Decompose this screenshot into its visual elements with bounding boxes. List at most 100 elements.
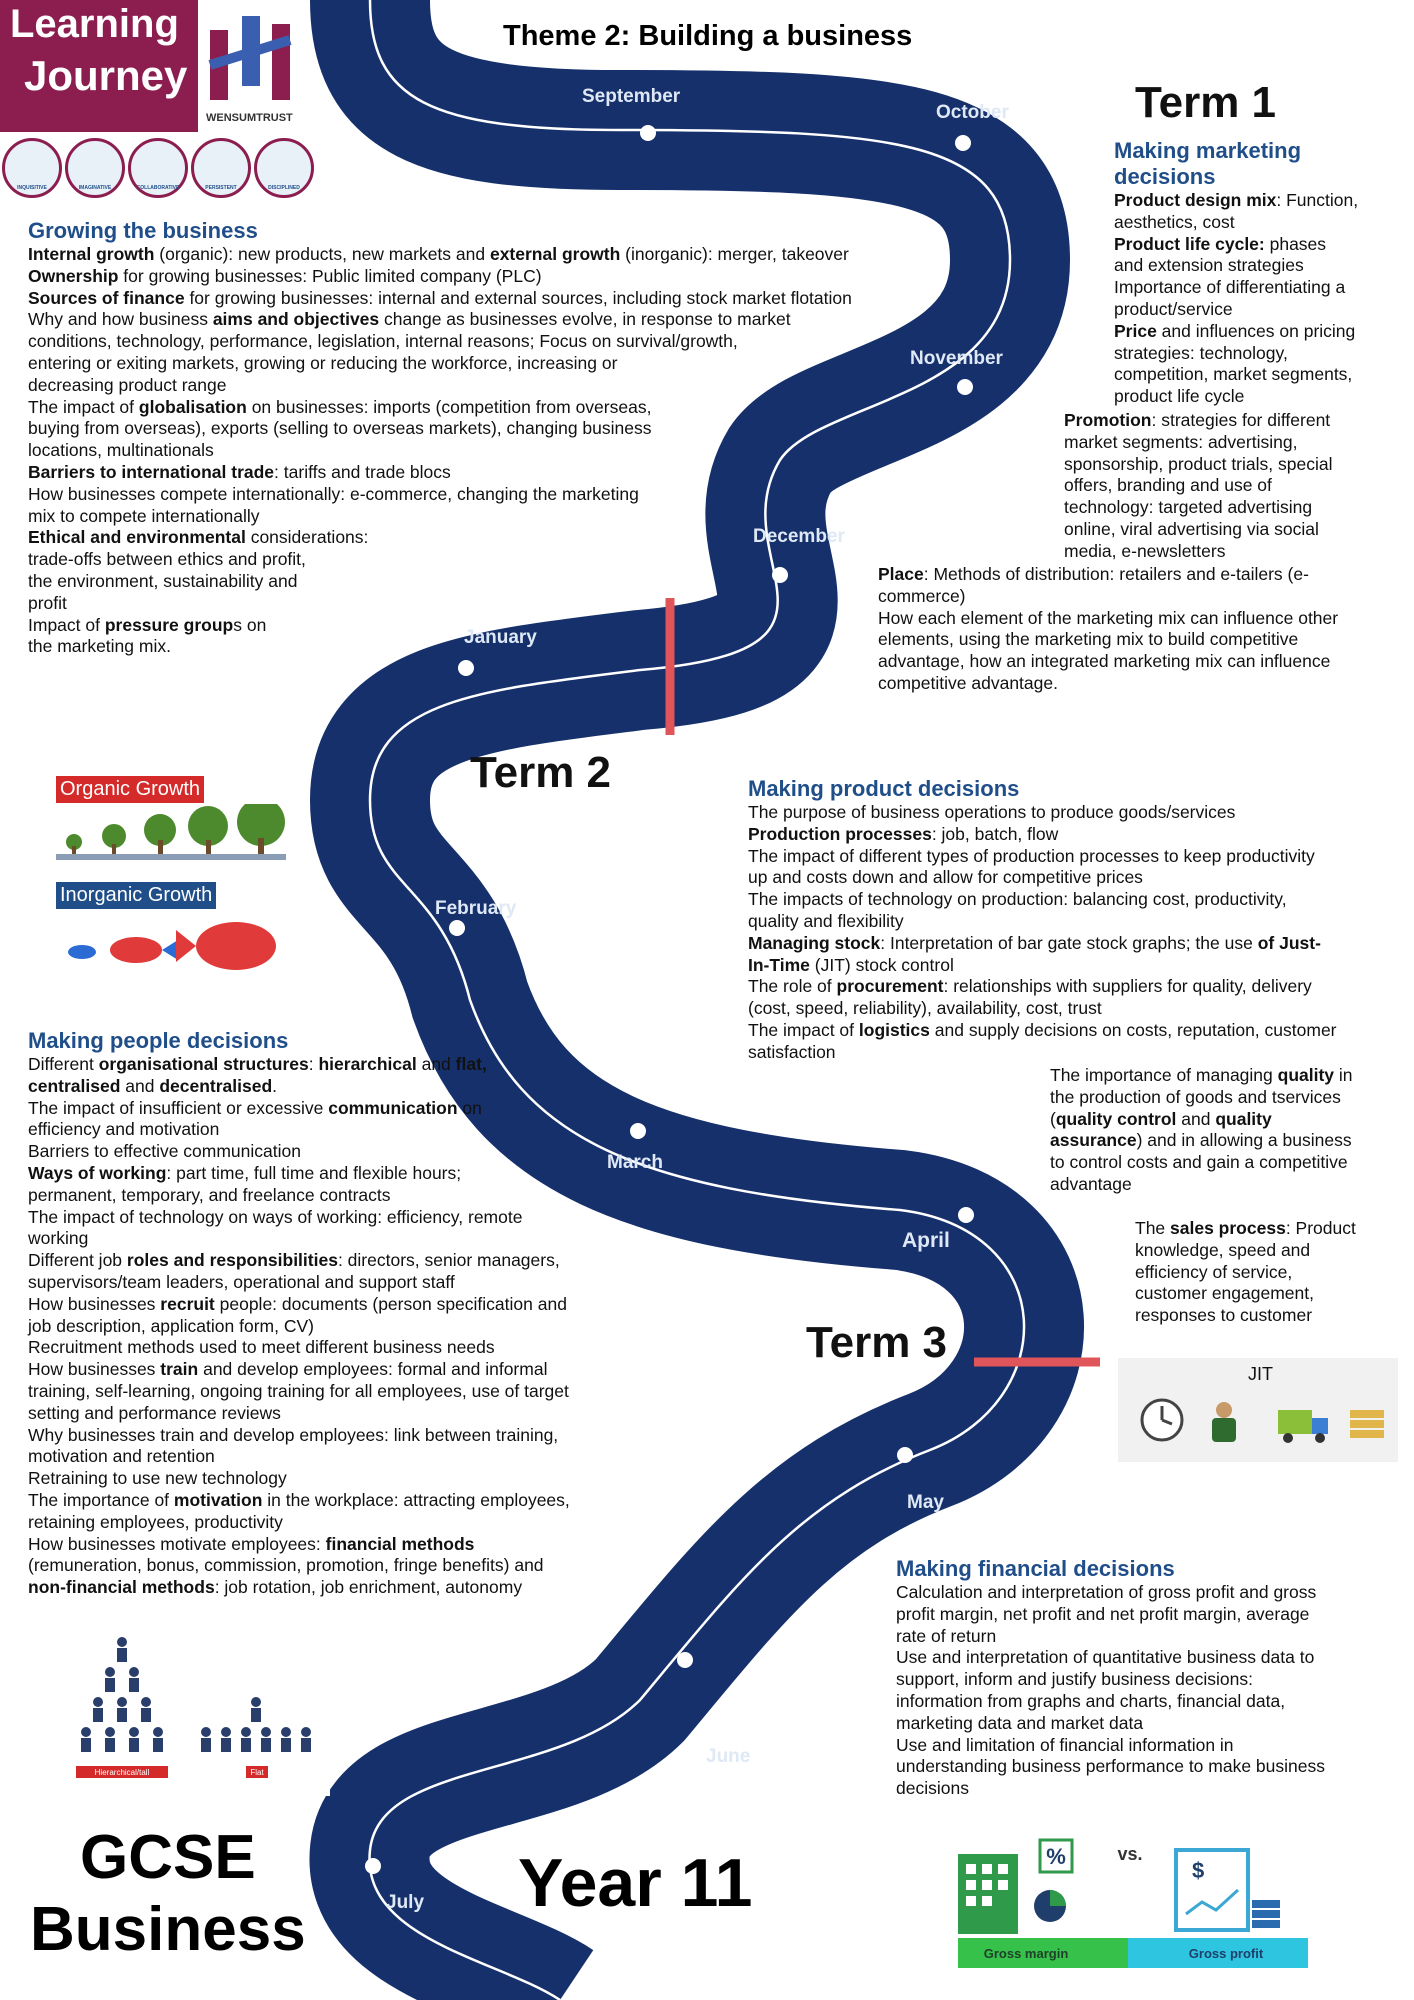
marketing-line: Importance of differentiating a	[1114, 277, 1346, 298]
fish-icon	[68, 922, 276, 970]
people-line: centralised and decentralised.	[28, 1075, 278, 1096]
month-dot-may	[897, 1447, 913, 1463]
growing-section: Growing the business Internal growth (or…	[28, 218, 948, 658]
growing-line: mix to compete internationally	[28, 505, 260, 526]
truck-icon	[1278, 1410, 1312, 1434]
month-dot-october	[955, 135, 971, 151]
financial-line: decisions	[896, 1778, 969, 1799]
product-line: satisfaction	[748, 1041, 836, 1062]
financial-line: profit margin, net profit and net profit…	[896, 1603, 1310, 1624]
worker-icon	[1216, 1402, 1232, 1418]
product-line: Production processes: job, batch, flow	[748, 823, 1059, 844]
month-label: July	[386, 1892, 424, 1913]
marketing-line: and extension strategies	[1114, 255, 1304, 276]
marketing-title-line2: decisions	[1114, 164, 1216, 189]
growing-line: buying from overseas), exports (selling …	[28, 418, 652, 439]
growing-body: Internal growth (organic): new products,…	[28, 244, 948, 658]
growing-line: Why and how business aims and objectives…	[28, 309, 791, 330]
marketing-line: technology: targeted advertising	[1064, 497, 1313, 518]
people-line: How businesses recruit people: documents…	[28, 1293, 567, 1314]
jit-icons	[1140, 1398, 1384, 1443]
marketing-line: Product design mix: Function,	[1114, 190, 1359, 210]
term-3-label: Term 3	[806, 1318, 948, 1367]
financial-line: Use and interpretation of quantitative b…	[896, 1647, 1315, 1668]
people-line: How businesses motivate employees: finan…	[28, 1533, 475, 1554]
month-dot-june	[677, 1652, 693, 1668]
growing-line: Ethical and environmental considerations…	[28, 527, 369, 548]
people-line: Different organisational structures: hie…	[28, 1054, 487, 1074]
product-line: The impact of logistics and supply decis…	[748, 1019, 1337, 1040]
product-line: The purpose of business operations to pr…	[748, 802, 1236, 822]
month-label: December	[753, 526, 845, 547]
product-section: Making product decisions The purpose of …	[748, 776, 1404, 1064]
month-dot-april	[958, 1207, 974, 1223]
trust-name: WENSUMTRUST	[206, 112, 293, 124]
organic-growth-label: Organic Growth	[56, 776, 205, 803]
profit-image: % vs. $ Gross margin Gross profit	[940, 1814, 1336, 1974]
marketing-line: competitive advantage.	[878, 672, 1058, 693]
growing-line: Ownership for growing businesses: Public…	[28, 265, 542, 286]
growing-line: the marketing mix.	[28, 636, 171, 657]
growing-line: trade-offs between ethics and profit,	[28, 549, 306, 570]
term-2-label: Term 2	[470, 748, 612, 797]
people-line: (remuneration, bonus, commission, promot…	[28, 1555, 544, 1576]
growing-line: entering or exiting markets, growing or …	[28, 352, 618, 373]
product-line: (cost, speed, reliability), availability…	[748, 998, 1102, 1019]
people-body: Different organisational structures: hie…	[28, 1054, 648, 1599]
growing-line: locations, multinationals	[28, 440, 214, 461]
month-label: March	[607, 1152, 663, 1173]
marketing-line: aesthetics, cost	[1114, 211, 1235, 232]
network-badge-icon: COLLABORATIVE	[128, 138, 188, 198]
marketing-line: market segments: advertising,	[1064, 431, 1298, 452]
quality-line: the production of goods and tservices	[1050, 1086, 1341, 1107]
marketing-line: strategies: technology,	[1114, 342, 1288, 363]
product-line: Managing stock: Interpretation of bar ga…	[748, 932, 1321, 953]
pencil-badge-icon: PERSISTENT	[191, 138, 251, 198]
people-line: Retraining to use new technology	[28, 1468, 287, 1489]
month-dot-december	[772, 567, 788, 583]
financial-line: marketing data and market data	[896, 1712, 1144, 1733]
marketing-line: Place: Methods of distribution: retailer…	[878, 564, 1309, 584]
stock-boxes-icon	[1350, 1410, 1384, 1418]
badge-row: INQUISITIVE IMAGINATIVE COLLABORATIVE PE…	[0, 138, 320, 204]
learning-journey-logo: Learning Journey	[0, 0, 198, 132]
marketing-body-c: Place: Methods of distribution: retailer…	[878, 564, 1404, 695]
marketing-line: media, e-newsletters	[1064, 540, 1226, 561]
people-line: efficiency and motivation	[28, 1119, 220, 1140]
month-label: June	[706, 1746, 750, 1767]
growing-line: conditions, technology, performance, leg…	[28, 331, 738, 352]
year-label: Year 11	[518, 1845, 753, 1921]
quality-line: assurance) and in allowing a business	[1050, 1130, 1352, 1151]
financial-section: Making financial decisions Calculation a…	[896, 1556, 1396, 1800]
sales-line: The sales process: Product	[1135, 1218, 1356, 1238]
product-line: In-Time (JIT) stock control	[748, 954, 954, 975]
gross-margin-label: Gross margin	[984, 1946, 1069, 1961]
product-line: up and costs down and allow for competit…	[748, 867, 1143, 888]
people-line: The importance of motivation in the work…	[28, 1489, 570, 1510]
people-line: permanent, temporary, and freelance cont…	[28, 1184, 391, 1205]
people-line: job description, application form, CV)	[28, 1315, 314, 1336]
product-body: The purpose of business operations to pr…	[748, 802, 1404, 1064]
people-line: supervisors/team leaders, operational an…	[28, 1271, 455, 1292]
financial-line: support, inform and justify business dec…	[896, 1669, 1253, 1690]
financial-line: Calculation and interpretation of gross …	[896, 1582, 1317, 1602]
logo-line1: Learning	[10, 2, 179, 46]
org-chart-icon: Hierarchical/tall Flat	[76, 1637, 311, 1778]
trust-logo: WENSUMTRUST	[206, 10, 306, 130]
marketing-line: product life cycle	[1114, 386, 1245, 407]
people-line: Ways of working: part time, full time an…	[28, 1162, 462, 1183]
head-badge-icon: DISCIPLINED	[254, 138, 314, 198]
growing-line: decreasing product range	[28, 374, 227, 395]
quality-line: (quality control and quality	[1050, 1108, 1272, 1129]
sales-line: customer engagement,	[1135, 1283, 1314, 1304]
month-label: November	[910, 348, 1004, 369]
people-line: Different job roles and responsibilities…	[28, 1250, 560, 1271]
people-line: retaining employees, productivity	[28, 1511, 283, 1532]
people-section: Making people decisions Different organi…	[28, 1028, 648, 1599]
month-dot-march	[630, 1123, 646, 1139]
financial-line: rate of return	[896, 1625, 997, 1646]
trees-icon	[56, 804, 286, 860]
people-line: setting and performance reviews	[28, 1402, 281, 1423]
